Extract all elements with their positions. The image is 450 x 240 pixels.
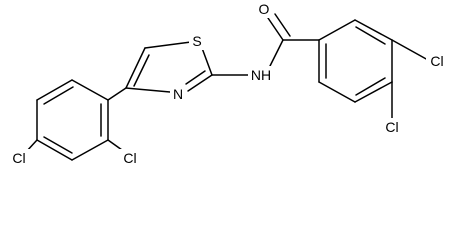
- bond: [187, 74, 213, 92]
- atom-label-cl: Cl: [12, 150, 25, 166]
- bond: [107, 139, 123, 151]
- atom-label-cl: Cl: [430, 53, 443, 69]
- atom-labels: O S N NH Cl Cl Cl Cl: [8, 0, 448, 167]
- ring-nitrogen-atom: N: [170, 85, 186, 103]
- bond: [201, 47, 213, 76]
- bond: [107, 87, 127, 101]
- structure-svg: O S N NH Cl Cl Cl Cl: [8, 0, 448, 167]
- atom-label-o: O: [259, 1, 270, 17]
- bond: [354, 81, 393, 103]
- atom-label-cl: Cl: [123, 150, 136, 166]
- oxygen-atom: O: [255, 0, 271, 18]
- bond: [71, 79, 109, 101]
- bond: [125, 47, 146, 89]
- atom-label-n: N: [173, 86, 183, 102]
- bond: [133, 54, 150, 87]
- chemical-structure-diagram: O S N NH Cl Cl Cl Cl: [8, 0, 448, 167]
- bond: [318, 19, 356, 41]
- chlorine-atom: Cl: [8, 149, 30, 167]
- bond: [391, 39, 429, 61]
- bond: [355, 77, 386, 96]
- chlorine-atom: Cl: [381, 118, 403, 136]
- bond: [144, 41, 192, 49]
- atom-label-s: S: [192, 33, 201, 49]
- bond: [185, 70, 206, 85]
- bond: [355, 26, 386, 45]
- bonds: [25, 13, 429, 161]
- bond: [269, 39, 284, 67]
- atom-label-cl: Cl: [385, 119, 398, 135]
- amide-nh: NH: [248, 66, 274, 84]
- bond: [274, 13, 291, 37]
- bond: [354, 19, 393, 41]
- bond: [125, 87, 171, 93]
- bond: [36, 139, 73, 161]
- bond: [43, 136, 73, 154]
- bond: [43, 86, 74, 105]
- sulfur-atom: S: [189, 32, 205, 50]
- atom-label-nh: NH: [251, 67, 271, 83]
- chlorine-atom: Cl: [426, 52, 448, 70]
- bond: [318, 81, 356, 103]
- chlorine-atom: Cl: [119, 149, 141, 167]
- bond: [267, 17, 284, 41]
- bond: [71, 139, 109, 161]
- bond: [36, 79, 73, 101]
